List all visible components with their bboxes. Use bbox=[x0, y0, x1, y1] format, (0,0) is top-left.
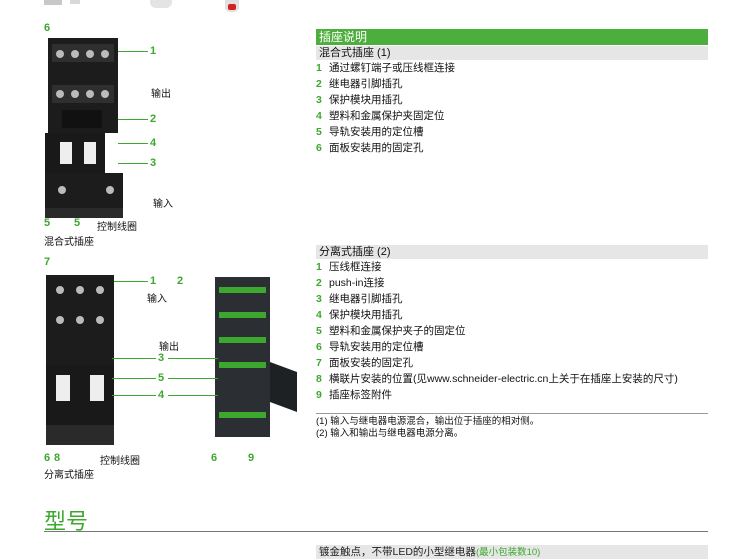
callout-7: 7 bbox=[44, 256, 51, 268]
callout-1: 1 bbox=[150, 45, 157, 57]
label-coil: 控制线圈 bbox=[97, 222, 137, 233]
model-table-heading: 镀金触点，不带LED的小型继电器(最小包装数10) bbox=[316, 545, 708, 559]
callout-2: 2 bbox=[177, 275, 184, 287]
divider bbox=[44, 531, 708, 532]
callout-3: 3 bbox=[150, 157, 157, 169]
label-output: 输出 bbox=[159, 342, 179, 353]
callout-3: 3 bbox=[158, 352, 165, 364]
figure-caption-separate: 分离式插座 bbox=[44, 470, 94, 481]
separate-socket-drawing bbox=[46, 275, 114, 445]
label-input: 输入 bbox=[147, 294, 167, 305]
model-title: 型号 bbox=[44, 509, 89, 534]
label-coil: 控制线圈 bbox=[100, 456, 140, 467]
callout-8: 8 bbox=[54, 452, 61, 464]
callout-6: 6 bbox=[44, 22, 51, 34]
callout-9: 9 bbox=[248, 452, 255, 464]
section-title: 插座说明 bbox=[316, 29, 708, 45]
label-output: 输出 bbox=[151, 89, 171, 100]
callout-4: 4 bbox=[158, 389, 165, 401]
push-in-socket-drawing bbox=[215, 277, 297, 437]
callout-6: 6 bbox=[44, 452, 51, 464]
footnote-2: (2) 输入和输出与继电器电源分离。 bbox=[316, 428, 464, 439]
mixed-heading: 混合式插座 (1) bbox=[316, 46, 708, 60]
separate-heading: 分离式插座 (2) bbox=[316, 245, 708, 259]
callout-5-left: 5 bbox=[44, 217, 51, 229]
mixed-socket-drawing bbox=[45, 38, 123, 218]
footnote-1: (1) 输入与继电器电源混合，输出位于插座的相对侧。 bbox=[316, 416, 540, 427]
callout-5-right: 5 bbox=[74, 217, 81, 229]
figure-caption-mixed: 混合式插座 bbox=[44, 237, 94, 248]
callout-4: 4 bbox=[150, 137, 157, 149]
footnotes: (1) 输入与继电器电源混合，输出位于插座的相对侧。 (2) 输入和输出与继电器… bbox=[316, 413, 708, 440]
label-input: 输入 bbox=[153, 199, 173, 210]
callout-2: 2 bbox=[150, 113, 157, 125]
callout-6-right: 6 bbox=[211, 452, 218, 464]
callout-1: 1 bbox=[150, 275, 157, 287]
callout-5: 5 bbox=[158, 372, 165, 384]
